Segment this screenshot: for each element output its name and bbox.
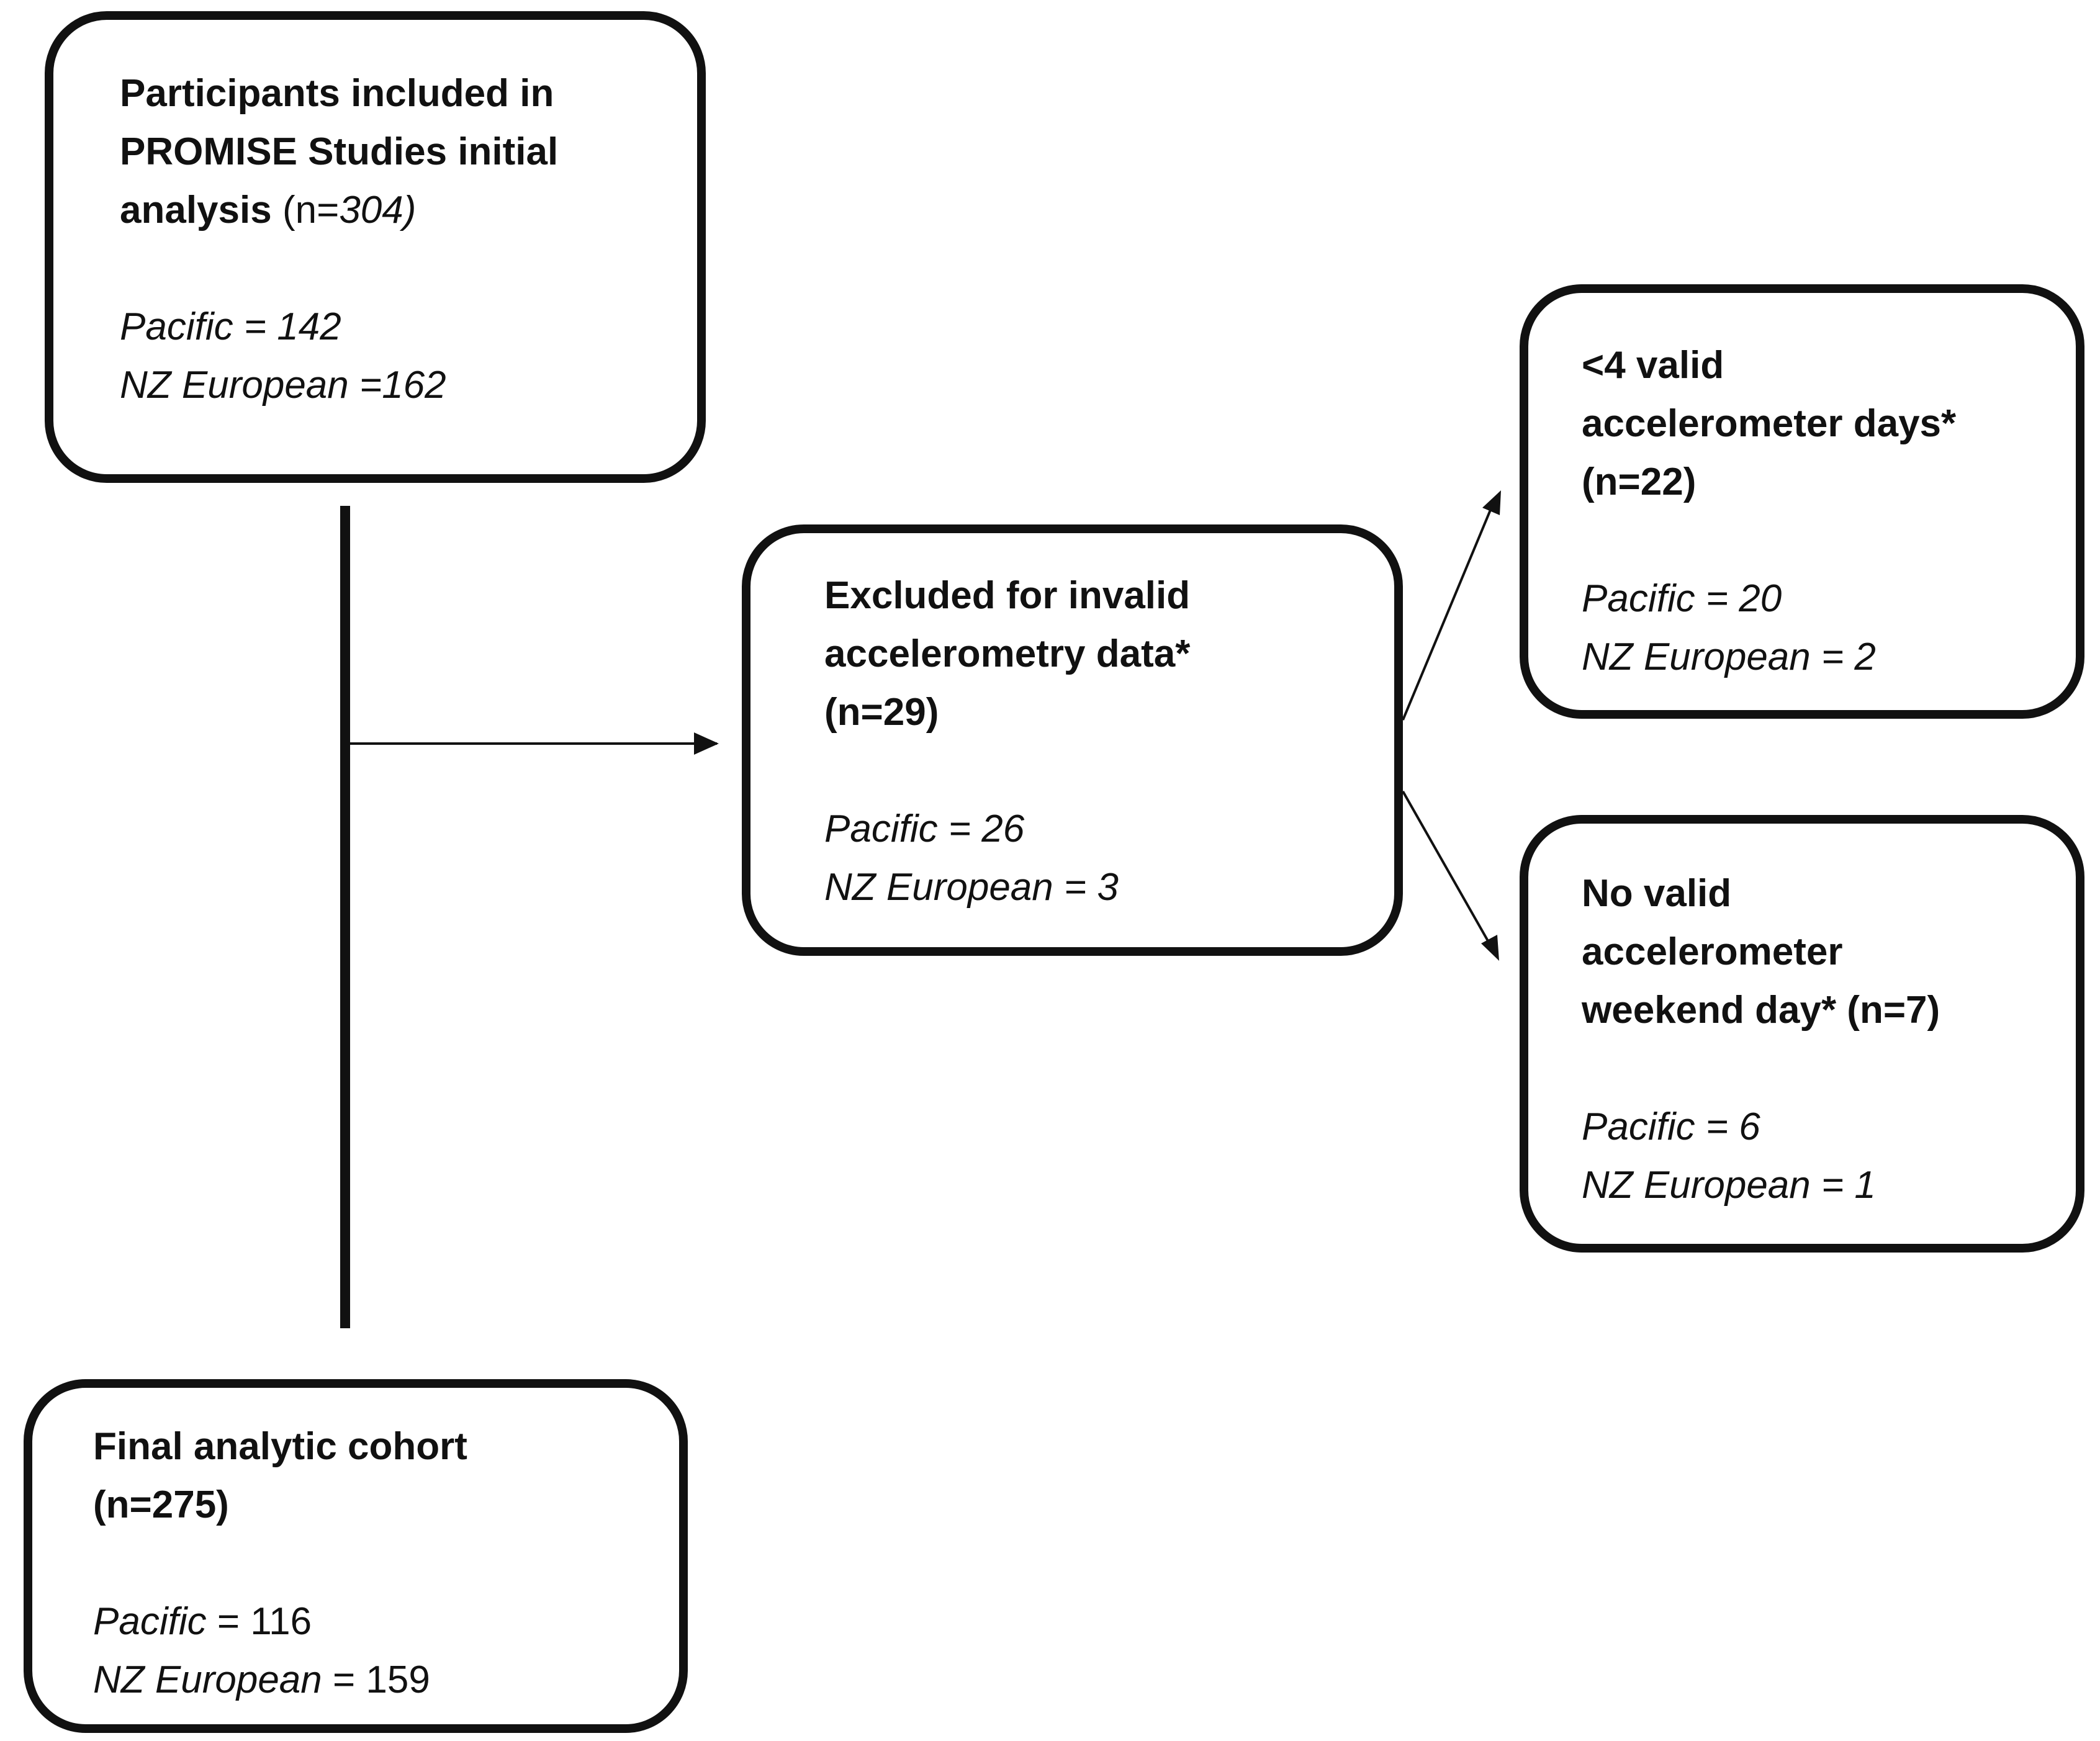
no-weekend-arrow (1402, 791, 1494, 950)
fewer-days-arrow-head (1482, 490, 1501, 515)
excluded-box (742, 524, 1403, 956)
no-weekend-line2: accelerometer (1582, 930, 1843, 973)
initial-line3: analysis (120, 189, 272, 232)
final-cohort-text: Final analytic cohort (n=275) Pacific = … (93, 1418, 467, 1709)
final-pacific-label: Pacific (93, 1600, 207, 1643)
excluded-line3: (n=29) (824, 691, 939, 734)
initial-n-open: (n= (282, 189, 340, 232)
initial-n-value: 304) (339, 189, 417, 232)
final-nz-wrap: NZ European = 159 (93, 1651, 467, 1709)
excluded-text: Excluded for invalid accelerometry data*… (824, 567, 1190, 917)
final-pacific-value: = 116 (206, 1600, 312, 1643)
no-weekend-nz-european: NZ European = 1 (1582, 1164, 1876, 1207)
fewer-days-line2: accelerometer days* (1582, 402, 1957, 445)
fewer-days-arrow (1402, 496, 1497, 721)
initial-line1: Participants included in (120, 72, 554, 115)
no-weekend-day-text: No valid accelerometer weekend day* (n=7… (1582, 865, 1940, 1215)
final-nz-value: = 159 (322, 1658, 430, 1701)
fewer-days-line3: (n=22) (1582, 461, 1697, 503)
initial-participants-box (45, 11, 706, 483)
no-weekend-pacific: Pacific = 6 (1582, 1105, 1760, 1148)
fewer-days-line1: <4 valid (1582, 344, 1724, 387)
initial-line3-wrap: analysis (n=304) (120, 181, 558, 240)
fewer-valid-days-text: <4 valid accelerometer days* (n=22) Paci… (1582, 336, 1956, 686)
final-line1: Final analytic cohort (93, 1425, 467, 1468)
initial-line2: PROMISE Studies initial (120, 130, 559, 173)
initial-nz-european: NZ European =162 (120, 364, 446, 407)
exclusion-arrow-head (694, 732, 719, 755)
no-weekend-day-box (1520, 815, 2084, 1253)
final-cohort-box (24, 1379, 688, 1733)
fewer-valid-days-box (1520, 284, 2084, 719)
fewer-days-pacific: Pacific = 20 (1582, 577, 1782, 620)
final-nz-label: NZ European (93, 1658, 322, 1701)
no-weekend-line1: No valid (1582, 872, 1732, 915)
initial-pacific: Pacific = 142 (120, 305, 341, 348)
fewer-days-nz-european: NZ European = 2 (1582, 636, 1876, 678)
excluded-line1: Excluded for invalid (824, 574, 1191, 617)
excluded-line2: accelerometry data* (824, 632, 1191, 675)
excluded-nz-european: NZ European = 3 (824, 866, 1119, 909)
initial-participants-text: Participants included in PROMISE Studies… (120, 65, 558, 415)
final-line2: (n=275) (93, 1483, 229, 1526)
no-weekend-line3: weekend day* (n=7) (1582, 989, 1940, 1032)
final-pacific-wrap: Pacific = 116 (93, 1593, 467, 1651)
no-weekend-arrow-head (1481, 935, 1499, 961)
excluded-pacific: Pacific = 26 (824, 808, 1025, 850)
